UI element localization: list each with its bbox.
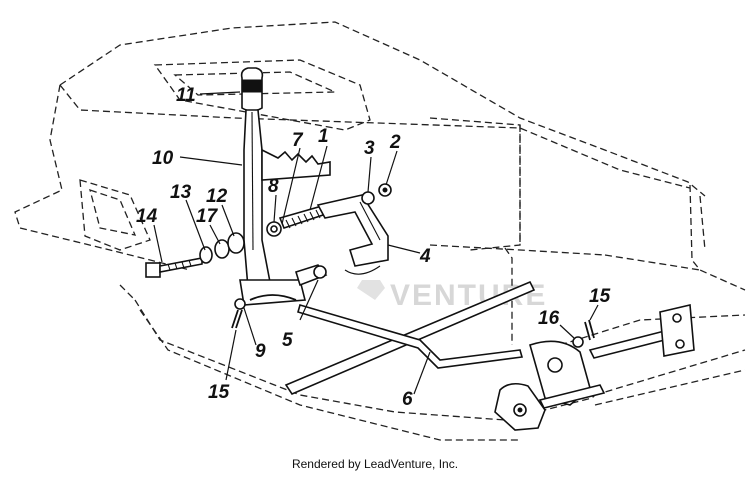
callout-16: 16 <box>538 308 560 329</box>
shift-knob <box>240 67 264 112</box>
callout-10: 10 <box>152 148 174 169</box>
callout-17: 17 <box>196 206 219 227</box>
callout-7: 7 <box>292 130 304 151</box>
callout-9: 9 <box>255 341 266 362</box>
callout-5: 5 <box>282 330 293 351</box>
shift-lever <box>243 109 271 290</box>
callout-3: 3 <box>364 138 375 159</box>
nut-and-washer <box>361 183 392 205</box>
shift-rod <box>284 280 536 395</box>
callout-1: 1 <box>318 126 329 147</box>
spring-and-bracket <box>266 194 389 275</box>
callout-11: 11 <box>176 85 196 106</box>
callout-2: 2 <box>389 132 401 153</box>
callout-labels: 11 10 1 7 3 2 8 4 5 9 15 6 14 13 17 12 1… <box>136 85 611 410</box>
tractor-body-outline <box>14 21 746 441</box>
callout-6: 6 <box>402 389 413 410</box>
shift-gate-bracket <box>239 279 307 306</box>
callout-15-left: 15 <box>208 382 230 403</box>
footer-credit: Rendered by LeadVenture, Inc. <box>291 457 459 471</box>
callout-15-right: 15 <box>589 286 611 307</box>
callout-8: 8 <box>268 176 279 197</box>
cotter-pin-left <box>231 298 246 329</box>
pivot-bolt-assembly <box>145 232 245 278</box>
watermark-logo-icon <box>357 280 385 300</box>
clevis <box>295 264 328 287</box>
callout-4: 4 <box>419 246 431 267</box>
callout-12: 12 <box>206 186 228 207</box>
callout-13: 13 <box>170 182 192 203</box>
cotter-pin-right <box>572 319 595 348</box>
callout-14: 14 <box>136 206 158 227</box>
shift-arm-assembly <box>494 304 695 431</box>
leader-lines <box>153 91 599 395</box>
